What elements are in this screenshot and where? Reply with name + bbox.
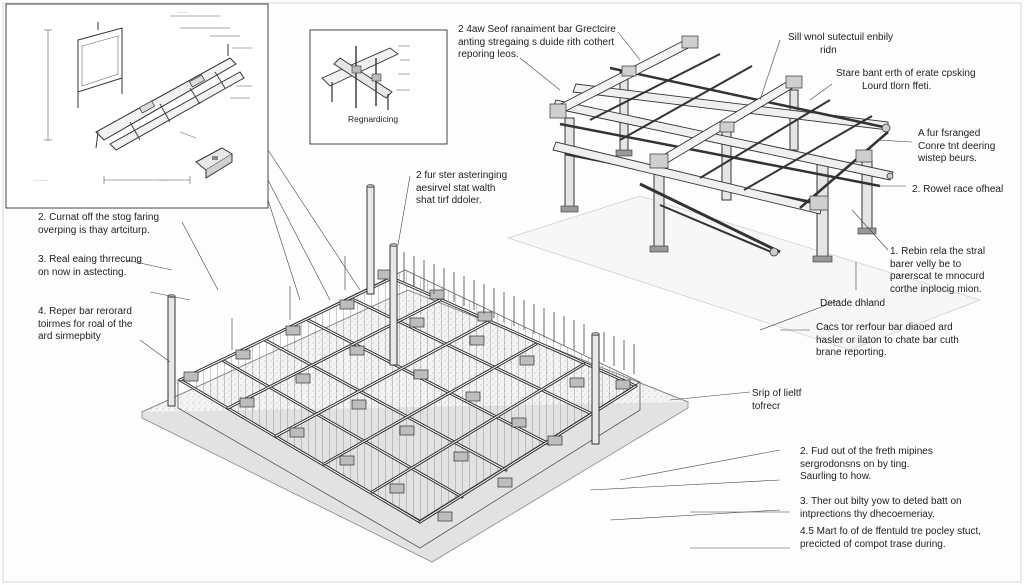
note-right-2: A fur fsranged Conre tnt deering wistep … [918,128,996,164]
leader-lines [125,31,913,549]
note-left-3: 4. Reper bar rerorard toirmes for roal o… [38,306,133,342]
note-center: 2 fur ster asteringing aesirvel stat wal… [416,170,508,206]
main-rebar-grid [140,184,690,563]
note-right-5: Detade dhland [820,298,886,309]
inset-caption: Regnardicing [348,114,399,124]
inset-dim-label: ····· [178,10,188,16]
note-right-1: Stare bant erth of erate cpsking Lourd t… [836,68,976,92]
note-left-2: 3. Real eaing thrrecung on now in astect… [38,254,142,278]
note-right-3: 2. Rowel race ofheal [912,184,1004,195]
elevated-frame-assembly [506,35,982,351]
inset-top-center [309,29,448,145]
note-bottom-2: 3. Ther out bilty yow to deted batt on i… [800,496,962,520]
inset-top-left [5,3,269,209]
note-mid-right: Srip of lieltf tofrecr [752,388,802,412]
note-top-center: 2 4aw Seof ranaiment bar Grectcire antin… [458,24,616,60]
note-bottom-3: 4.5 Mart fo of de ffentuld tre pocley st… [800,526,982,550]
note-right-4: 1. Rebin rela the stral barer velly be t… [890,246,986,295]
inset-dim-label: ······· [34,178,48,184]
note-right-6: Cacs tor rerfour bar diaoed ard hasler o… [816,322,959,358]
note-bottom-1: 2. Fud out of the freth mipines sergrodo… [800,446,933,482]
inset-dim-label: ····· [158,178,168,184]
note-left-1: 2. Curnat off the stog faring overping i… [38,212,160,236]
note-top-right: Sill wnol sutectuil enbily ridn [788,32,894,56]
